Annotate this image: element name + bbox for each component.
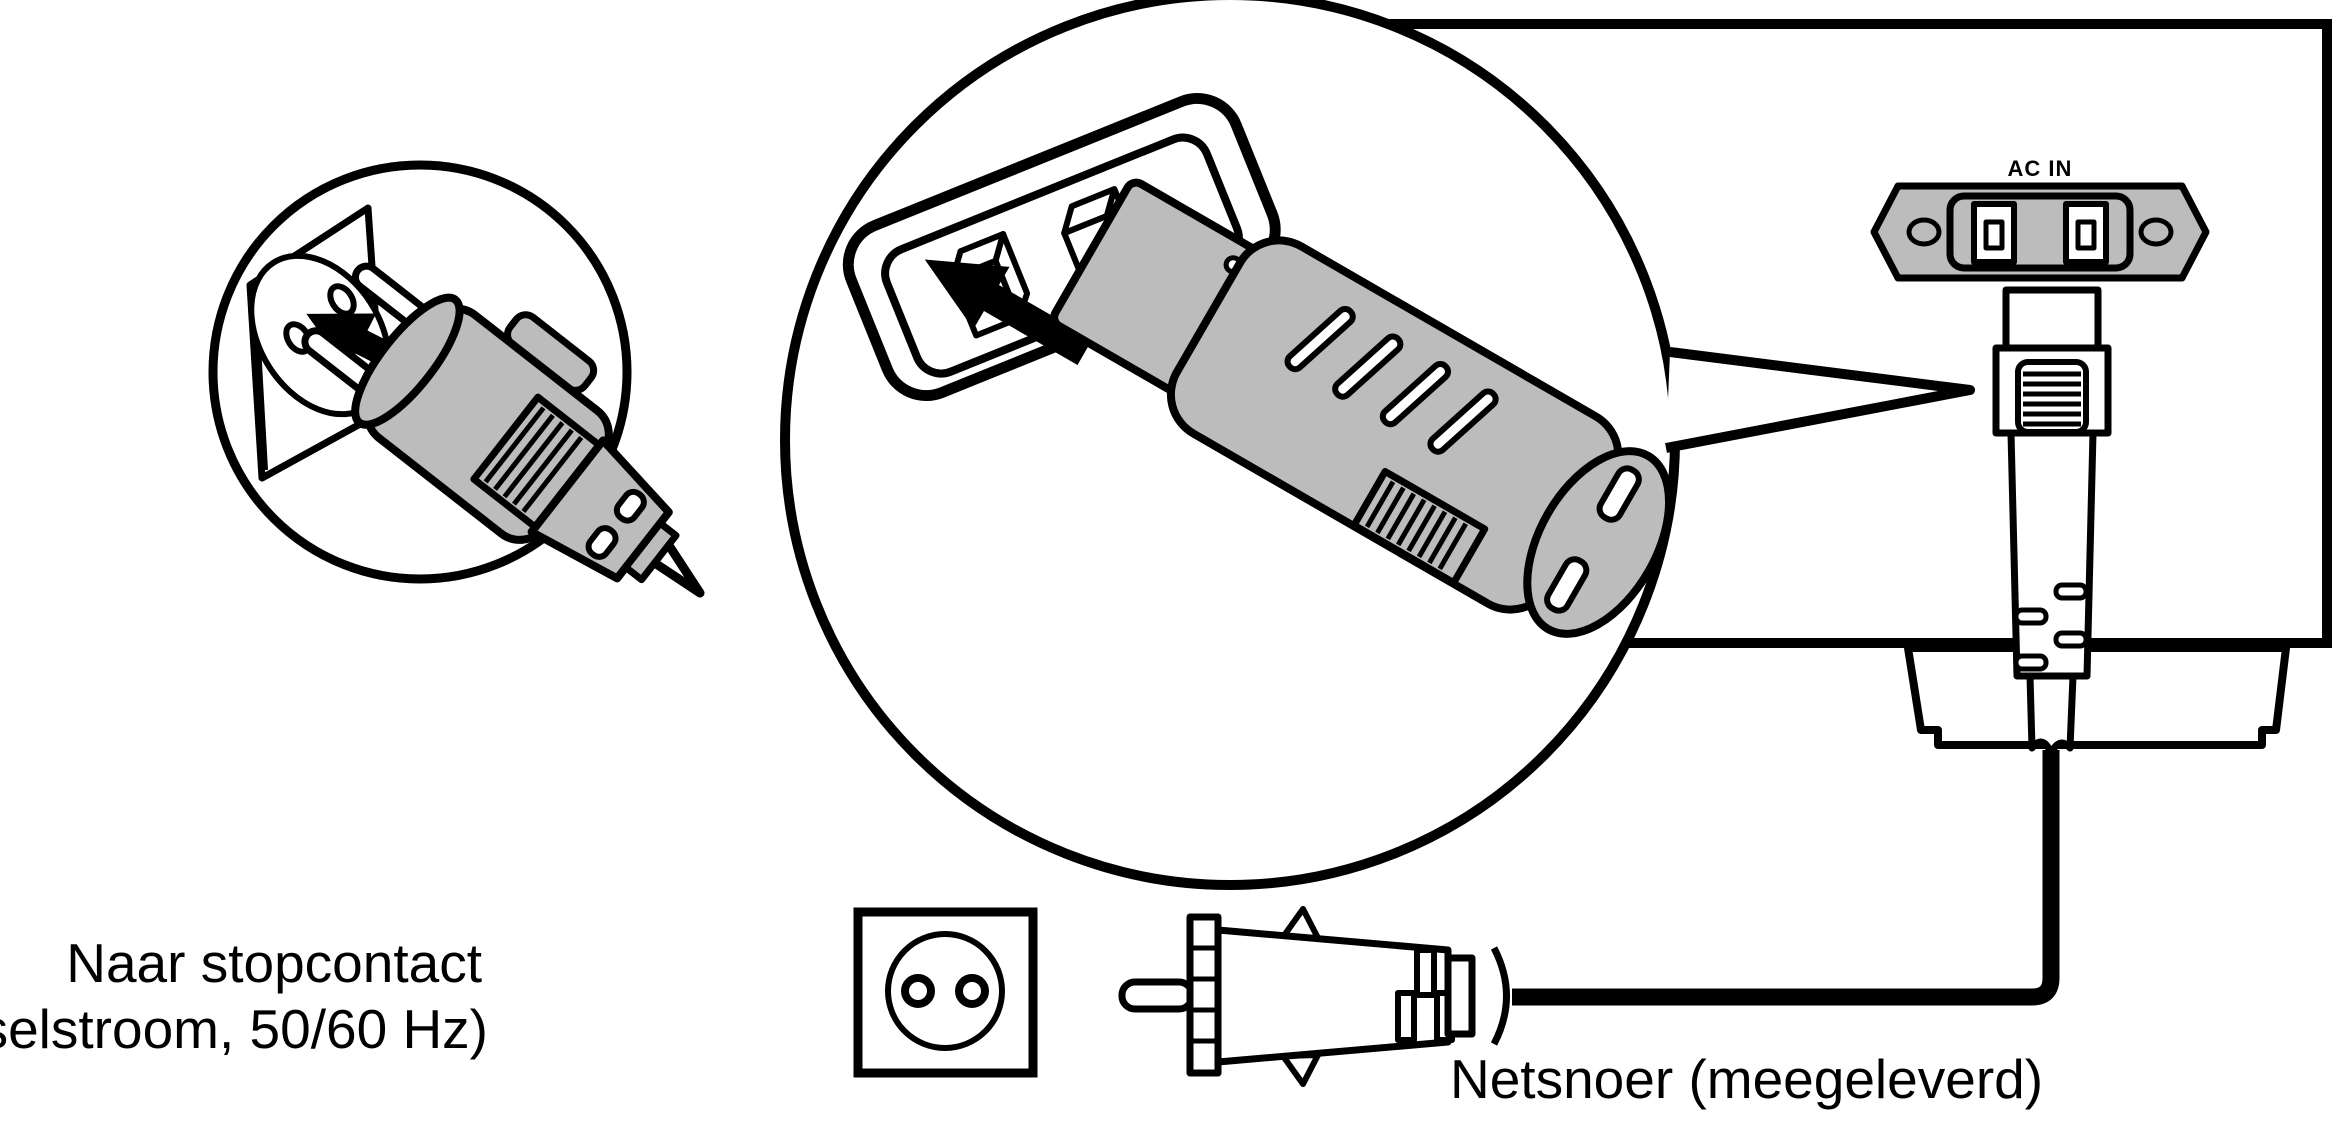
mains-plug-icon [301, 262, 680, 584]
inlet-screw-hole-right [2138, 217, 2174, 247]
magnified-power-plug [1050, 178, 1674, 638]
outlet-label-line2: (230 V wisselstroom, 50/60 Hz) [0, 998, 488, 1060]
outlet-symbol-icon [853, 907, 1038, 1078]
inlet-callout [780, 0, 1975, 890]
wall-outlet-callout [208, 160, 705, 598]
plug-vent-slots [1284, 305, 1499, 455]
ac-in-label: AC IN [2008, 156, 2073, 181]
cord-label: Netsnoer (meegeleverd) [1450, 1048, 2043, 1110]
power-cord [1512, 750, 2060, 1006]
outlet-label-line1: Naar stopcontact [66, 932, 482, 994]
device-foot [1904, 644, 2290, 749]
inlet-callout-tail [1665, 347, 1975, 453]
plug-grip-ridges [2023, 371, 2081, 427]
insert-arrow-icon [924, 259, 1093, 365]
cord-plug-side-icon [1118, 906, 1510, 1087]
inlet-screw-hole-left [1906, 217, 1942, 247]
ac-inlet [1870, 182, 2210, 282]
device-power-plug [1992, 286, 2112, 757]
